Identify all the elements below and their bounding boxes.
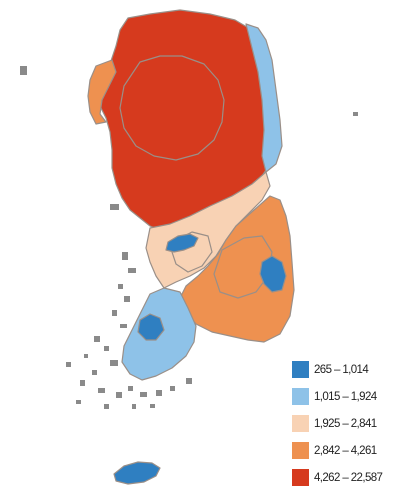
island xyxy=(124,296,130,302)
island xyxy=(156,390,162,396)
island xyxy=(76,400,81,404)
island xyxy=(92,370,97,375)
legend-item: 4,262 – 22,587 xyxy=(292,464,408,491)
island xyxy=(128,268,136,273)
island xyxy=(80,380,85,386)
region-capital-core-outline xyxy=(119,55,225,161)
island xyxy=(353,112,358,116)
island xyxy=(104,404,109,409)
legend-item: 265 – 1,014 xyxy=(292,356,408,383)
region-east-coastal-strip xyxy=(245,23,283,173)
island xyxy=(118,284,123,289)
region-southwest-city xyxy=(137,313,165,341)
islands xyxy=(20,66,358,409)
island xyxy=(140,392,147,397)
legend-label: 2,842 – 4,261 xyxy=(314,444,377,457)
island xyxy=(150,404,155,408)
island xyxy=(120,324,127,328)
legend-label: 1,015 – 1,924 xyxy=(314,390,377,403)
region-southeast-city xyxy=(259,255,287,293)
island xyxy=(116,392,122,398)
island xyxy=(104,346,109,351)
region-central-inner-outline xyxy=(171,231,213,273)
legend-label: 4,262 – 22,587 xyxy=(314,471,383,484)
island xyxy=(94,336,100,342)
legend-label: 265 – 1,014 xyxy=(314,363,369,376)
region-southeast-area xyxy=(179,195,295,343)
legend: 265 – 1,014 1,015 – 1,924 1,925 – 2,841 … xyxy=(292,356,408,491)
legend-label: 1,925 – 2,841 xyxy=(314,417,377,430)
region-northwest-peninsula xyxy=(87,59,117,125)
island xyxy=(84,354,88,358)
region-southeast-inner-outline xyxy=(213,235,273,299)
island xyxy=(110,360,118,366)
legend-item: 2,842 – 4,261 xyxy=(292,437,408,464)
island xyxy=(66,362,71,367)
region-southern-island xyxy=(113,461,161,485)
legend-swatch xyxy=(292,388,309,405)
island xyxy=(170,386,175,391)
island xyxy=(128,386,133,391)
island xyxy=(186,378,192,384)
island xyxy=(132,404,136,409)
legend-swatch xyxy=(292,442,309,459)
legend-swatch xyxy=(292,415,309,432)
island xyxy=(122,252,128,260)
island xyxy=(98,388,105,393)
region-central-lake xyxy=(165,233,199,253)
island xyxy=(20,66,27,75)
island xyxy=(110,204,119,210)
legend-swatch xyxy=(292,469,309,486)
legend-swatch xyxy=(292,361,309,378)
island xyxy=(112,310,117,316)
legend-item: 1,015 – 1,924 xyxy=(292,383,408,410)
legend-item: 1,925 – 2,841 xyxy=(292,410,408,437)
